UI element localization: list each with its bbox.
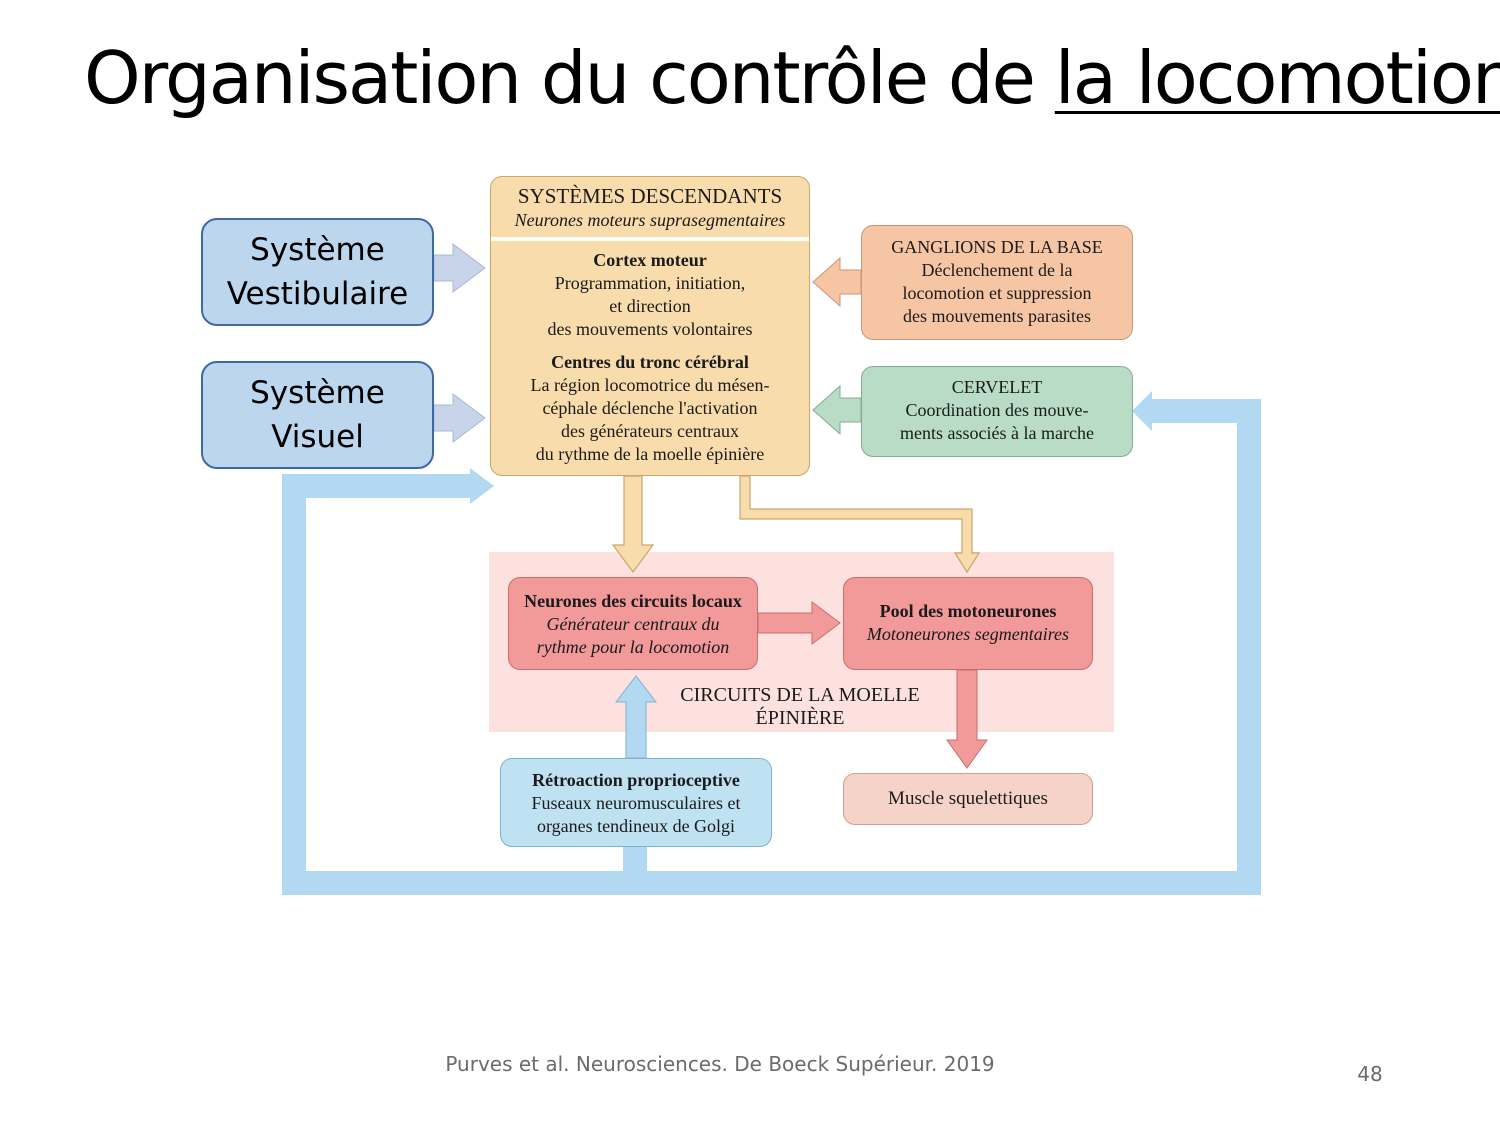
descendants-separator bbox=[491, 237, 809, 241]
ganglions-line: locomotion et suppression bbox=[902, 283, 1092, 303]
visuel-line-1: Système bbox=[250, 375, 385, 411]
tronc-title: Centres du tronc cérébral bbox=[551, 352, 749, 372]
source-caption: Purves et al. Neurosciences. De Boeck Su… bbox=[445, 1052, 995, 1076]
cervelet-line: Coordination des mouve- bbox=[905, 400, 1089, 420]
systeme-vestibulaire-box: Système Vestibulaire bbox=[201, 218, 434, 326]
ganglions-line: des mouvements parasites bbox=[903, 306, 1091, 326]
moelle-label-line-2: ÉPINIÈRE bbox=[755, 707, 845, 729]
retroaction-title: Rétroaction proprioceptive bbox=[532, 770, 740, 790]
cortex-title: Cortex moteur bbox=[593, 250, 707, 270]
vestibulaire-line-1: Système bbox=[250, 232, 385, 268]
retroaction-line: Fuseaux neuromusculaires et bbox=[531, 793, 741, 813]
tronc-line: céphale déclenche l'activation bbox=[542, 398, 758, 418]
descendants-to-pool-arrow bbox=[739, 475, 981, 574]
moelle-label-line-1: CIRCUITS DE LA MOELLE bbox=[680, 684, 920, 706]
descendants-subheading: Neurones moteurs suprasegmentaires bbox=[514, 210, 786, 230]
feedback-arrowhead-right bbox=[1132, 391, 1152, 431]
feedback-arrowhead-left bbox=[470, 468, 494, 504]
cervelet-title: CERVELET bbox=[951, 377, 1043, 397]
cervelet-arrow bbox=[812, 384, 862, 436]
page-number: 48 bbox=[1357, 1062, 1383, 1086]
ganglions-box: GANGLIONS DE LA BASE Déclenchement de la… bbox=[861, 225, 1133, 340]
pool-to-muscle-arrow bbox=[946, 669, 988, 769]
locaux-title: Neurones des circuits locaux bbox=[524, 591, 742, 611]
title-underlined: la locomotion bbox=[1054, 36, 1500, 120]
ganglions-arrow bbox=[812, 256, 862, 308]
descendants-to-locaux-arrow bbox=[611, 475, 655, 574]
retroaction-to-locaux-arrow bbox=[614, 675, 658, 759]
muscle-box: Muscle squelettiques bbox=[843, 773, 1093, 825]
moelle-label: CIRCUITS DE LA MOELLE ÉPINIÈRE bbox=[650, 684, 950, 730]
pool-subtitle: Motoneurones segmentaires bbox=[866, 624, 1070, 644]
locaux-line: rythme pour la locomotion bbox=[536, 637, 730, 657]
locaux-line: Générateur centraux du bbox=[546, 614, 720, 634]
systemes-descendants-box: SYSTÈMES DESCENDANTS Neurones moteurs su… bbox=[490, 176, 810, 476]
ganglions-title: GANGLIONS DE LA BASE bbox=[891, 237, 1103, 257]
pool-title: Pool des motoneurones bbox=[879, 601, 1057, 621]
cortex-line: des mouvements volontaires bbox=[547, 319, 753, 339]
descendants-gap bbox=[491, 341, 809, 351]
tronc-line: des générateurs centraux bbox=[561, 421, 739, 441]
vestibulaire-line-2: Vestibulaire bbox=[226, 276, 409, 312]
retroaction-box: Rétroaction proprioceptive Fuseaux neuro… bbox=[500, 758, 772, 847]
title-main: Organisation du contrôle de bbox=[84, 36, 1055, 120]
cortex-line: Programmation, initiation, bbox=[554, 273, 746, 293]
circuits-locaux-box: Neurones des circuits locaux Générateur … bbox=[508, 577, 758, 670]
visuel-arrow bbox=[433, 393, 486, 443]
cervelet-box: CERVELET Coordination des mouve- ments a… bbox=[861, 366, 1133, 457]
tronc-line: du rythme de la moelle épinière bbox=[535, 444, 765, 464]
cervelet-line: ments associés à la marche bbox=[900, 423, 1094, 443]
cortex-line: et direction bbox=[609, 296, 691, 316]
feedback-loop-right bbox=[635, 399, 1261, 895]
ganglions-line: Déclenchement de la bbox=[921, 260, 1073, 280]
feedback-loop-left bbox=[282, 474, 647, 895]
tronc-line: La région locomotrice du mésen- bbox=[530, 375, 770, 395]
pool-motoneurones-box: Pool des motoneurones Motoneurones segme… bbox=[843, 577, 1093, 670]
retroaction-line: organes tendineux de Golgi bbox=[536, 816, 736, 836]
slide-title: Organisation du contrôle de la locomotio… bbox=[84, 28, 1500, 128]
visuel-line-2: Visuel bbox=[271, 419, 364, 455]
vestibulaire-arrow bbox=[433, 243, 486, 293]
locaux-to-pool-arrow bbox=[757, 601, 841, 645]
systeme-visuel-box: Système Visuel bbox=[201, 361, 434, 469]
descendants-heading: SYSTÈMES DESCENDANTS bbox=[517, 184, 783, 208]
muscle-label: Muscle squelettiques bbox=[888, 788, 1048, 809]
